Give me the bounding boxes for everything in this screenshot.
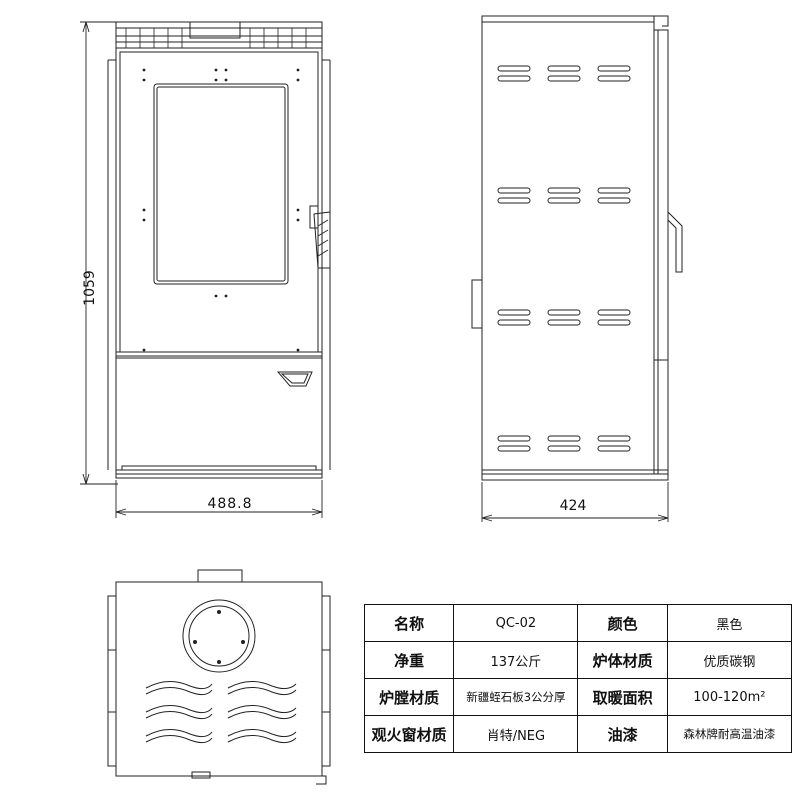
front-width-label: 488.8 <box>207 496 253 512</box>
table-row: 观火窗材质 肖特/NEG 油漆 森林牌耐高温油漆 <box>363 715 793 753</box>
spec-value: 100-120m² <box>666 678 793 716</box>
height-dimension <box>80 21 118 485</box>
front-view <box>107 21 331 479</box>
spec-key: 炉膛材质 <box>363 678 455 716</box>
spec-value: 肖特/NEG <box>453 715 579 753</box>
side-depth-label: 424 <box>559 498 587 514</box>
spec-key: 油漆 <box>577 715 668 753</box>
spec-key: 取暖面积 <box>577 678 668 716</box>
spec-key: 观火窗材质 <box>363 715 455 753</box>
spec-value: 新疆蛭石板3公分厚 <box>453 678 579 716</box>
spec-value: QC-02 <box>453 604 579 642</box>
spec-value: 森林牌耐高温油漆 <box>666 715 793 753</box>
height-label: 1059 <box>82 270 98 306</box>
side-view <box>471 15 683 481</box>
spec-key: 颜色 <box>577 604 668 642</box>
spec-table: 名称 QC-02 颜色 黑色 净重 137公斤 炉体材质 优质碳钢 炉膛材质 新… <box>363 604 793 753</box>
spec-key: 净重 <box>363 641 455 679</box>
table-row: 炉膛材质 新疆蛭石板3公分厚 取暖面积 100-120m² <box>363 678 793 716</box>
spec-value: 黑色 <box>666 604 793 642</box>
top-view <box>107 569 331 785</box>
spec-key: 炉体材质 <box>577 641 668 679</box>
table-row: 名称 QC-02 颜色 黑色 <box>363 604 793 642</box>
spec-value: 优质碳钢 <box>666 641 793 679</box>
depth-dimension <box>481 482 669 522</box>
vent-slots <box>497 65 631 452</box>
spec-key: 名称 <box>363 604 455 642</box>
front-width-dimension <box>115 480 323 518</box>
table-row: 净重 137公斤 炉体材质 优质碳钢 <box>363 641 793 679</box>
spec-value: 137公斤 <box>453 641 579 679</box>
